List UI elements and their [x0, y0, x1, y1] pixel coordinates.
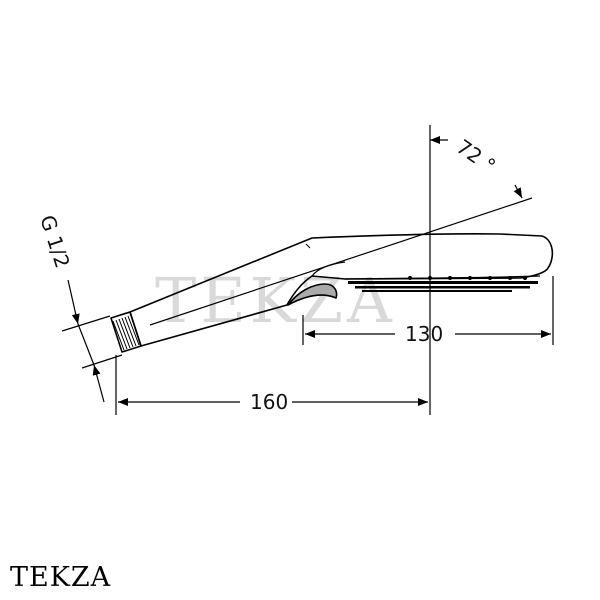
- thread-dimension: [61, 279, 123, 403]
- brand-logo-text: TEKZA: [10, 562, 112, 593]
- thread-ridges: [112, 315, 140, 351]
- reference-lines: [115, 125, 554, 415]
- handle-detail: [305, 243, 311, 249]
- watermark: TEKZA: [155, 264, 396, 337]
- button-cutout: [287, 283, 338, 306]
- thread-label: G 1/2: [35, 212, 75, 271]
- head-length-label: 130: [405, 322, 443, 346]
- spray-nozzles: [348, 276, 538, 292]
- center-axis: [149, 197, 533, 326]
- spray-face: [344, 275, 541, 280]
- handle-body: [129, 233, 554, 347]
- angle-label: 72 °: [452, 134, 500, 178]
- total-length-label: 160: [250, 390, 288, 414]
- angle-dimension: [430, 136, 523, 199]
